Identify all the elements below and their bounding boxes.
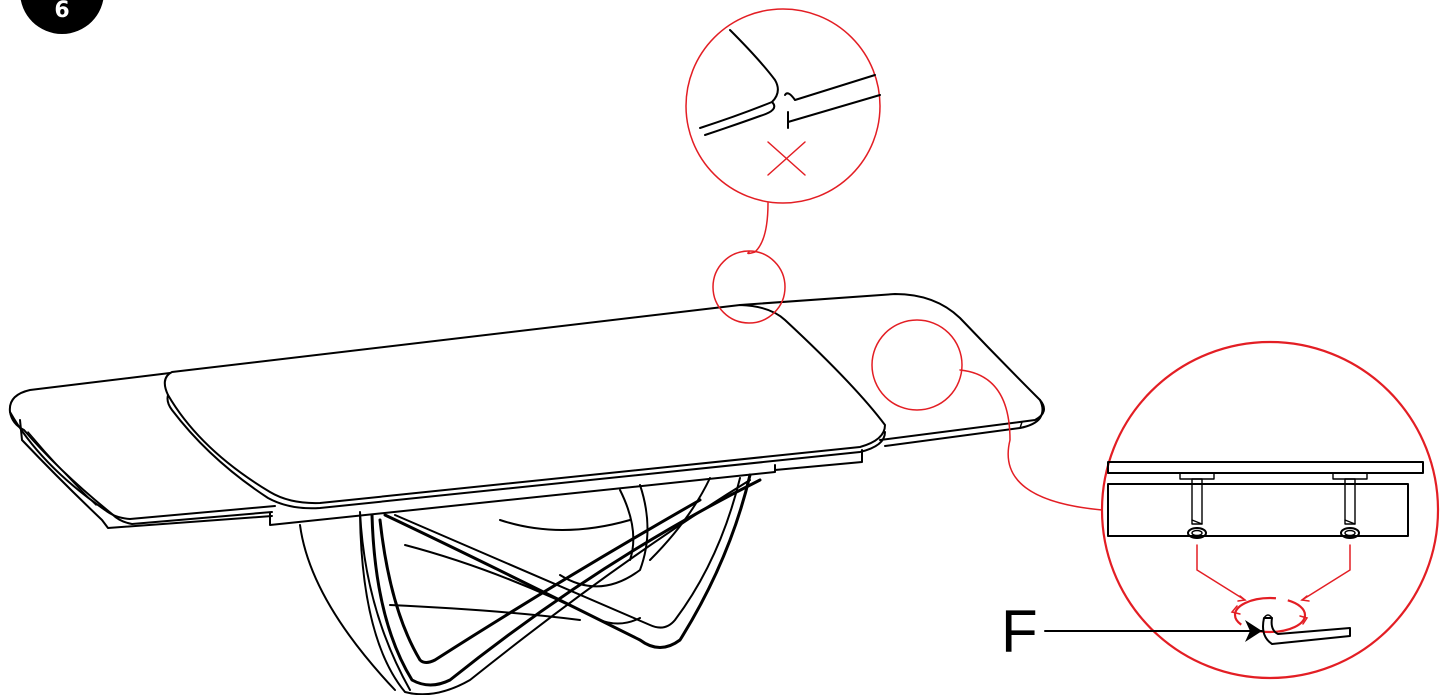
left-extension-leaf [8, 372, 276, 520]
center-top-panel [163, 304, 886, 505]
screw-left [1179, 472, 1215, 539]
right-extension-leaf [739, 293, 1045, 441]
allen-key-icon [1262, 614, 1351, 645]
incorrect-detail-callout [685, 8, 881, 324]
table-base [299, 473, 762, 695]
fixing-detail-callout [871, 319, 1440, 680]
part-label-f: F [1001, 598, 1038, 665]
screw-right [1332, 472, 1368, 539]
step-number: 6 [54, 0, 69, 23]
cross-icon [767, 141, 806, 176]
table-illustration [8, 293, 1045, 695]
step-badge: 6 [20, 0, 104, 34]
